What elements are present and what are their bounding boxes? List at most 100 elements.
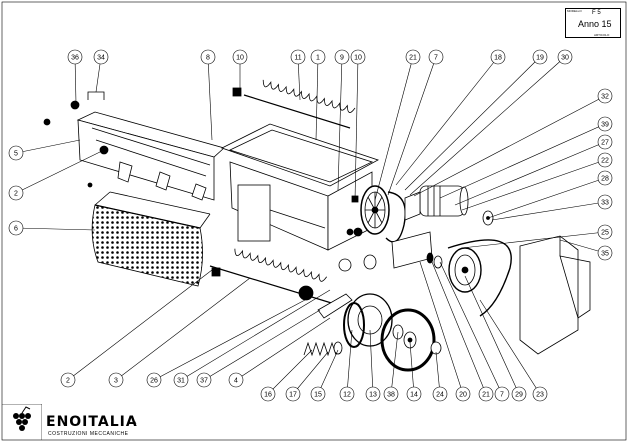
callout-circle (260, 386, 276, 402)
callout-10: 10 (350, 49, 366, 201)
callout-leader-line (267, 349, 313, 395)
motor-part (404, 185, 469, 221)
callout-number: 4 (234, 378, 238, 385)
callout-number: 31 (177, 378, 185, 385)
callout-leader-line (337, 56, 343, 191)
callout-leader-line (395, 56, 499, 186)
callout-6: 6 (8, 220, 96, 236)
knob-part (70, 100, 80, 110)
callout-21: 21 (374, 49, 421, 201)
callout-number: 3 (114, 378, 118, 385)
upper-frame-part (43, 111, 225, 201)
callout-25: 25 (461, 224, 613, 249)
callout-29: 29 (464, 275, 527, 402)
callout-circle (67, 49, 83, 65)
callout-leader-line (374, 56, 414, 201)
callout-number: 20 (459, 392, 467, 399)
callout-20: 20 (419, 261, 471, 402)
highlighted-bearing-group (380, 308, 436, 372)
callout-number: 28 (601, 176, 609, 183)
callout-leader-line (409, 341, 415, 395)
callout-number: 17 (289, 392, 297, 399)
callout-circle (557, 49, 573, 65)
callout-circle (350, 49, 366, 65)
callout-number: 26 (150, 378, 158, 385)
callout-13: 13 (365, 329, 381, 402)
callout-17: 17 (285, 351, 329, 402)
callout-circle (432, 386, 448, 402)
callout-number: 12 (343, 392, 351, 399)
callout-circle (285, 386, 301, 402)
callout-27: 27 (454, 134, 613, 206)
callout-22: 22 (461, 152, 613, 211)
callout-39: 39 (439, 116, 613, 199)
callout-33: 33 (491, 194, 613, 221)
callout-number: 19 (536, 55, 544, 62)
callout-number: 25 (601, 230, 609, 237)
callout-circle (200, 49, 216, 65)
callout-circle (173, 372, 189, 388)
callout-leader-line (559, 239, 606, 254)
callout-number: 35 (601, 251, 609, 258)
callout-number: 29 (515, 392, 523, 399)
callout-circle (310, 386, 326, 402)
callout-leader-line (292, 351, 329, 395)
callout-circle (310, 49, 326, 65)
callout-number: 21 (409, 55, 417, 62)
callout-circle (478, 386, 494, 402)
perforated-sieve-part (91, 191, 211, 287)
callout-leader-line (409, 56, 566, 196)
callout-number: 6 (14, 226, 18, 233)
callout-5: 5 (8, 139, 81, 161)
callout-37: 37 (196, 309, 321, 388)
callout-leader-line (431, 261, 487, 395)
callout-12: 12 (339, 329, 355, 402)
callout-circle (383, 386, 399, 402)
callout-leader-line (369, 329, 374, 395)
callout-15: 15 (310, 349, 339, 402)
title-block: MODELLO F 5 Anno 15 ARTICOLO (565, 8, 621, 38)
callout-number: 34 (97, 55, 105, 62)
callout-leader-line (346, 329, 353, 395)
drawing-year: Anno 15 (578, 19, 612, 29)
callout-2: 2 (60, 269, 213, 388)
callout-circle (490, 49, 506, 65)
callout-number: 2 (14, 191, 18, 198)
callout-1: 1 (310, 49, 326, 141)
callout-28: 28 (487, 170, 613, 219)
callout-number: 7 (500, 392, 504, 399)
callout-number: 5 (14, 151, 18, 158)
spring-part (303, 341, 343, 357)
brand-suffix: s.r.l. (130, 420, 138, 425)
callout-26: 26 (146, 299, 306, 388)
callout-circle (365, 386, 381, 402)
callout-number: 13 (369, 392, 377, 399)
callout-circle (8, 220, 24, 236)
callout-23: 23 (479, 299, 548, 402)
front-flange-part (343, 293, 393, 348)
callout-leader-line (15, 149, 105, 194)
callout-circle (405, 49, 421, 65)
callout-19: 19 (404, 49, 548, 191)
bushing-part (363, 254, 377, 270)
callout-11: 11 (290, 49, 306, 101)
callout-30: 30 (409, 49, 573, 196)
brand-subtitle: COSTRUZIONI MECCANICHE (48, 431, 129, 437)
callout-4: 4 (228, 317, 331, 388)
callout-circle (511, 386, 527, 402)
callout-leader-line (439, 261, 503, 395)
callout-leader-line (479, 299, 541, 395)
grape-logo-icon (1, 403, 43, 441)
callout-leader-line (454, 141, 606, 206)
callout-35: 35 (559, 239, 613, 261)
callout-24: 24 (432, 351, 448, 402)
title-block-bottom-label: ARTICOLO (594, 33, 610, 37)
large-pulley-part (351, 185, 390, 237)
callout-36: 36 (67, 49, 83, 104)
callout-circle (494, 386, 510, 402)
callout-leader-line (461, 231, 606, 249)
callout-leader-line (387, 56, 437, 196)
callout-leader-line (15, 139, 81, 154)
callout-number: 1 (316, 55, 320, 62)
callout-leader-line (207, 56, 213, 141)
